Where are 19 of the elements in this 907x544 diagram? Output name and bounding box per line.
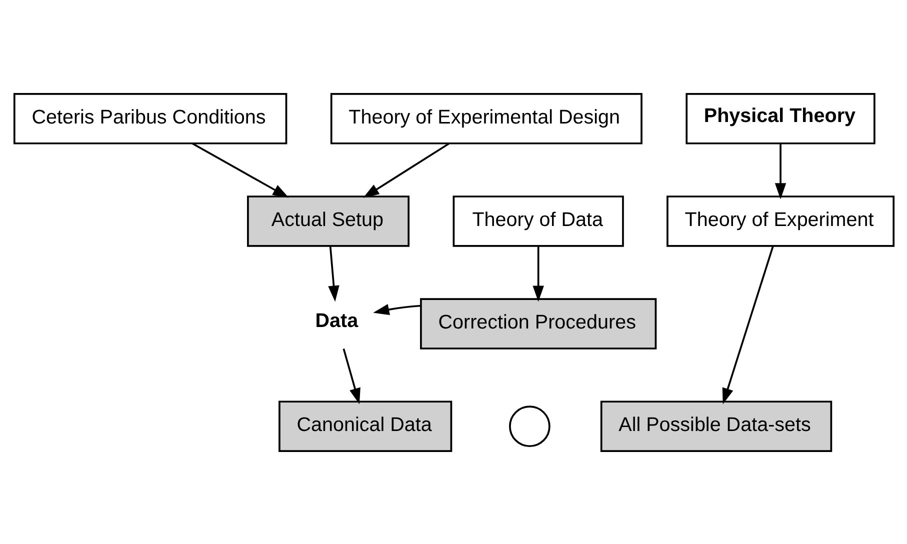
- node-text: Data: [314, 310, 358, 332]
- arrow: [342, 348, 360, 404]
- node-box: Actual Setup: [246, 195, 410, 246]
- node-circle: [508, 405, 550, 447]
- node-box: Theory of Experiment: [666, 195, 894, 246]
- arrow: [362, 142, 449, 198]
- node-box: All Possible Data-sets: [600, 400, 832, 452]
- node-box: Ceteris Paribus Conditions: [12, 92, 287, 144]
- arrow: [774, 143, 786, 199]
- node-box: Canonical Data: [278, 400, 452, 452]
- arrow: [722, 245, 774, 404]
- node-box: Physical Theory: [685, 92, 875, 144]
- arrow: [372, 304, 420, 315]
- arrow: [532, 246, 544, 302]
- node-box: Correction Procedures: [420, 298, 656, 349]
- node-box: Theory of Experimental Design: [330, 92, 642, 144]
- node-box: Theory of Data: [452, 195, 624, 246]
- arrow: [192, 142, 288, 198]
- arrow: [328, 246, 339, 302]
